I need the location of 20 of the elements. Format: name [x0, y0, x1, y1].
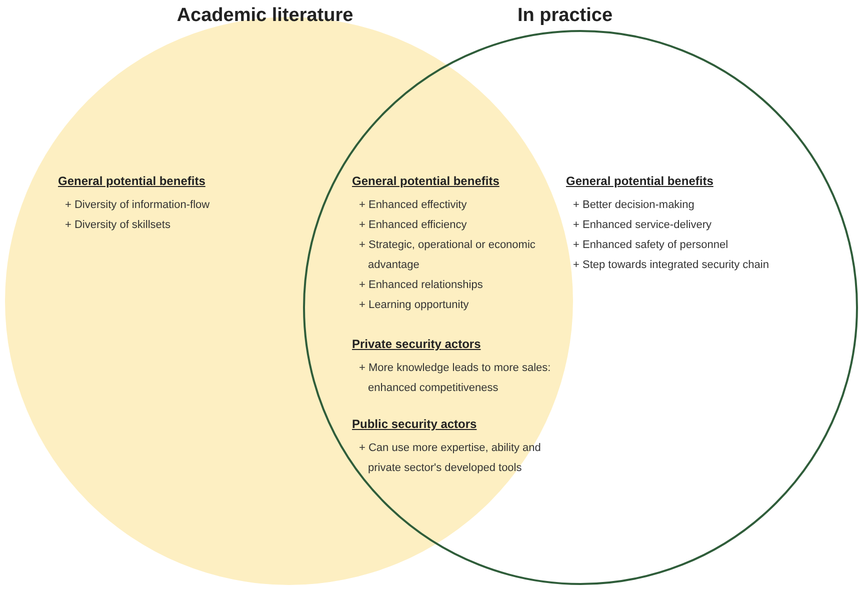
benefit-item: + Diversity of skillsets	[64, 218, 172, 233]
benefit-item: + Step towards integrated security chain	[572, 258, 770, 273]
benefit-item: + Strategic, operational or economic advantage	[358, 238, 536, 273]
section-heading: Public security actors	[352, 416, 477, 433]
section-heading: Private security actors	[352, 336, 481, 353]
circle-heading: Academic literature	[176, 4, 354, 28]
benefit-item: + More knowledge leads to more sales: enhanced competitiveness	[358, 361, 552, 396]
benefit-item: + Diversity of information-flow	[64, 198, 211, 213]
benefit-item: + Enhanced service-delivery	[572, 218, 712, 233]
benefit-item: + Enhanced effectivity	[358, 198, 468, 213]
benefit-item: + Learning opportunity	[358, 298, 470, 313]
section-heading: General potential benefits	[352, 173, 500, 190]
benefit-item: + Enhanced efficiency	[358, 218, 468, 233]
benefit-item: + Can use more expertise, ability and private sector's developed tools	[358, 441, 542, 476]
section-heading: General potential benefits	[566, 173, 714, 190]
section-heading: General potential benefits	[58, 173, 206, 190]
circle-heading: In practice	[517, 4, 613, 28]
benefit-item: + Enhanced relationships	[358, 278, 484, 293]
benefit-item: + Better decision-making	[572, 198, 696, 213]
benefit-item: + Enhanced safety of personnel	[572, 238, 730, 253]
